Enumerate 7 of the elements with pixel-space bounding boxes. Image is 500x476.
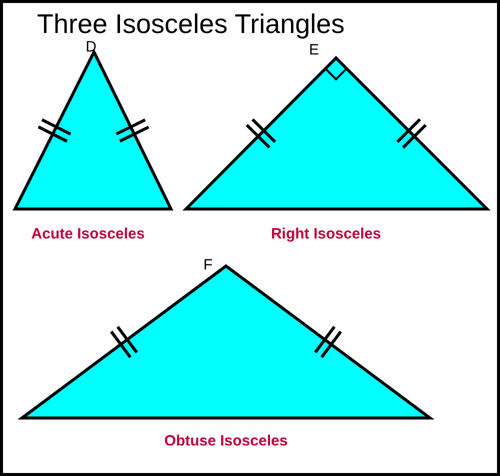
title: Three Isosceles Triangles xyxy=(37,9,345,40)
triangle-caption: Acute Isosceles xyxy=(31,226,145,242)
triangle-caption: Obtuse Isosceles xyxy=(164,432,288,450)
vertex-label: E xyxy=(309,42,319,58)
triangle-caption: Right Isosceles xyxy=(270,226,382,242)
vertex-label: D xyxy=(86,38,96,56)
vertex-label: F xyxy=(203,256,213,274)
